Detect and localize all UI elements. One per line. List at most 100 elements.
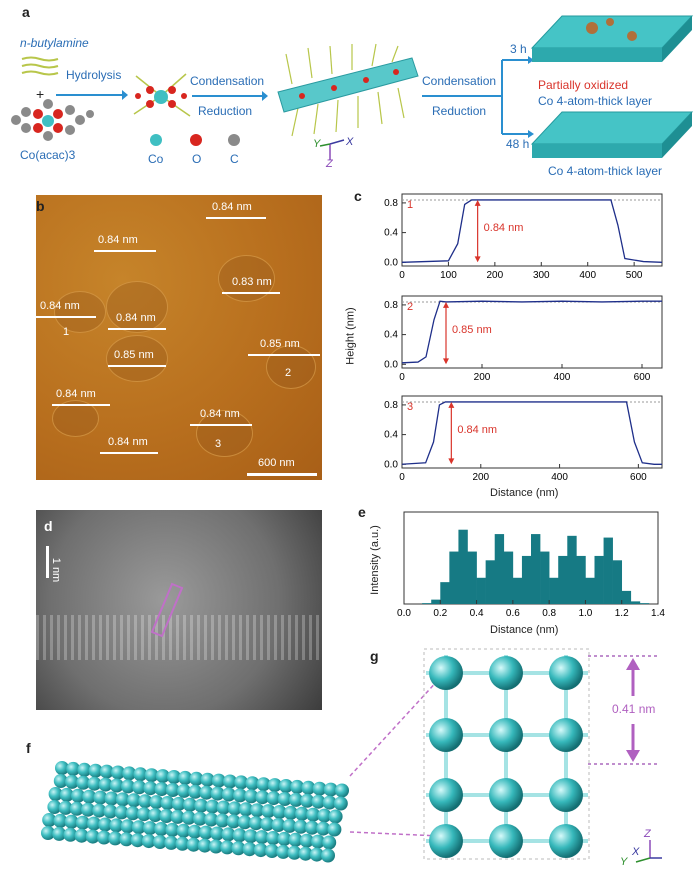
axis-x-label-a: X [346, 136, 354, 148]
co-atom [65, 774, 79, 789]
co-atom [429, 824, 463, 858]
profile-number: 1 [407, 199, 413, 211]
legend-c [228, 134, 240, 146]
histogram-bar [494, 534, 505, 604]
arrow-3 [422, 95, 502, 97]
co-atom [210, 786, 225, 801]
co-atom [300, 793, 315, 808]
co-atom [108, 831, 123, 846]
y-tick-label: 0.0 [384, 257, 398, 268]
panel-label-e: e [358, 504, 366, 520]
co-atom [52, 826, 67, 841]
co-atom [266, 791, 281, 806]
co-atom [233, 788, 247, 803]
x-tick-label: 300 [533, 270, 550, 281]
co-atom [205, 799, 220, 814]
axis-z-label-a: Z [326, 158, 333, 170]
co-atom [193, 811, 207, 826]
afm-scalebar-label: 600 nm [258, 457, 295, 469]
x-tick-label: 0.8 [542, 608, 556, 619]
co-atom [127, 793, 141, 808]
flake [196, 410, 253, 457]
co-atom [265, 844, 279, 858]
co-atom [260, 817, 275, 832]
co-atom [64, 814, 79, 829]
co-atom [199, 825, 213, 840]
co-atom [220, 840, 235, 855]
y-tick-label: 0.8 [384, 300, 398, 311]
co-atom [242, 842, 257, 857]
stem-scalebar [46, 546, 49, 578]
co-atom [53, 813, 68, 828]
co-atom [301, 780, 316, 795]
co-atom [130, 833, 145, 848]
x-tick-label: 0.4 [470, 608, 484, 619]
flake [52, 400, 99, 437]
afm-scalebar [247, 473, 317, 476]
co-atom [74, 828, 89, 843]
histogram-bar [603, 537, 613, 604]
co-atom [255, 830, 269, 845]
co-atom [165, 783, 180, 797]
layered-sheet-with-ligands [277, 43, 419, 137]
profile-frame [401, 193, 663, 267]
co-atom [271, 818, 286, 832]
profile-number: 3 [407, 401, 413, 413]
x-tick-label: 0 [399, 472, 405, 483]
panel-label-b: b [36, 198, 45, 214]
y-tick-label: 0.0 [384, 459, 398, 470]
legend-label-c: C [230, 152, 239, 166]
product2-label: Co 4-atom-thick layer [548, 164, 663, 178]
co-atom [187, 824, 202, 839]
co-atom [87, 816, 101, 831]
co-atom [197, 838, 212, 853]
co-atom [160, 796, 175, 810]
co-atom [143, 821, 157, 836]
co-atom [98, 777, 113, 792]
co-atom [549, 718, 583, 752]
co-acac-molecule [11, 99, 94, 141]
co-atom [234, 775, 249, 790]
co-atom [289, 792, 303, 807]
co-atom [489, 656, 523, 690]
co-atom [227, 801, 242, 816]
histogram-bar [567, 535, 577, 604]
co-atom [211, 773, 226, 788]
co-atom [489, 824, 523, 858]
co-atom [98, 817, 113, 832]
axes-xyz-g [635, 840, 662, 863]
height-annotation: 0.84 nm [484, 222, 524, 234]
dimension-arrow [588, 655, 658, 765]
co-atom [276, 844, 291, 859]
flake [106, 335, 168, 382]
co-atom [282, 818, 297, 833]
co-atom [66, 761, 81, 776]
x-tick-label: 0.2 [433, 608, 447, 619]
co-atom [178, 770, 193, 785]
co-atom [115, 792, 130, 807]
lattice-band [36, 615, 322, 660]
x-tick-label: 400 [579, 270, 596, 281]
co-atom [311, 834, 325, 849]
co-atom [85, 829, 100, 844]
panel-label-a: a [22, 4, 30, 20]
co-atom [81, 802, 95, 817]
co-atom [59, 787, 74, 802]
co-atom [103, 804, 118, 819]
height-arrow-head [474, 256, 481, 263]
histogram-bar [458, 529, 468, 604]
co-atom [256, 777, 271, 792]
time-48h: 48 h [506, 137, 530, 151]
x-tick-label: 0.6 [506, 608, 520, 619]
co-atom [122, 766, 137, 781]
co-atom [99, 764, 114, 779]
co-atom [288, 832, 303, 847]
co-atom [77, 762, 92, 777]
co-atom [243, 829, 258, 844]
plus-sign: + [36, 86, 45, 102]
co-atom [114, 805, 129, 820]
afm-line [248, 354, 320, 356]
height-arrow-head [443, 358, 449, 365]
c-ylabel: Height (nm) [344, 307, 357, 365]
histogram-bar [449, 551, 459, 604]
